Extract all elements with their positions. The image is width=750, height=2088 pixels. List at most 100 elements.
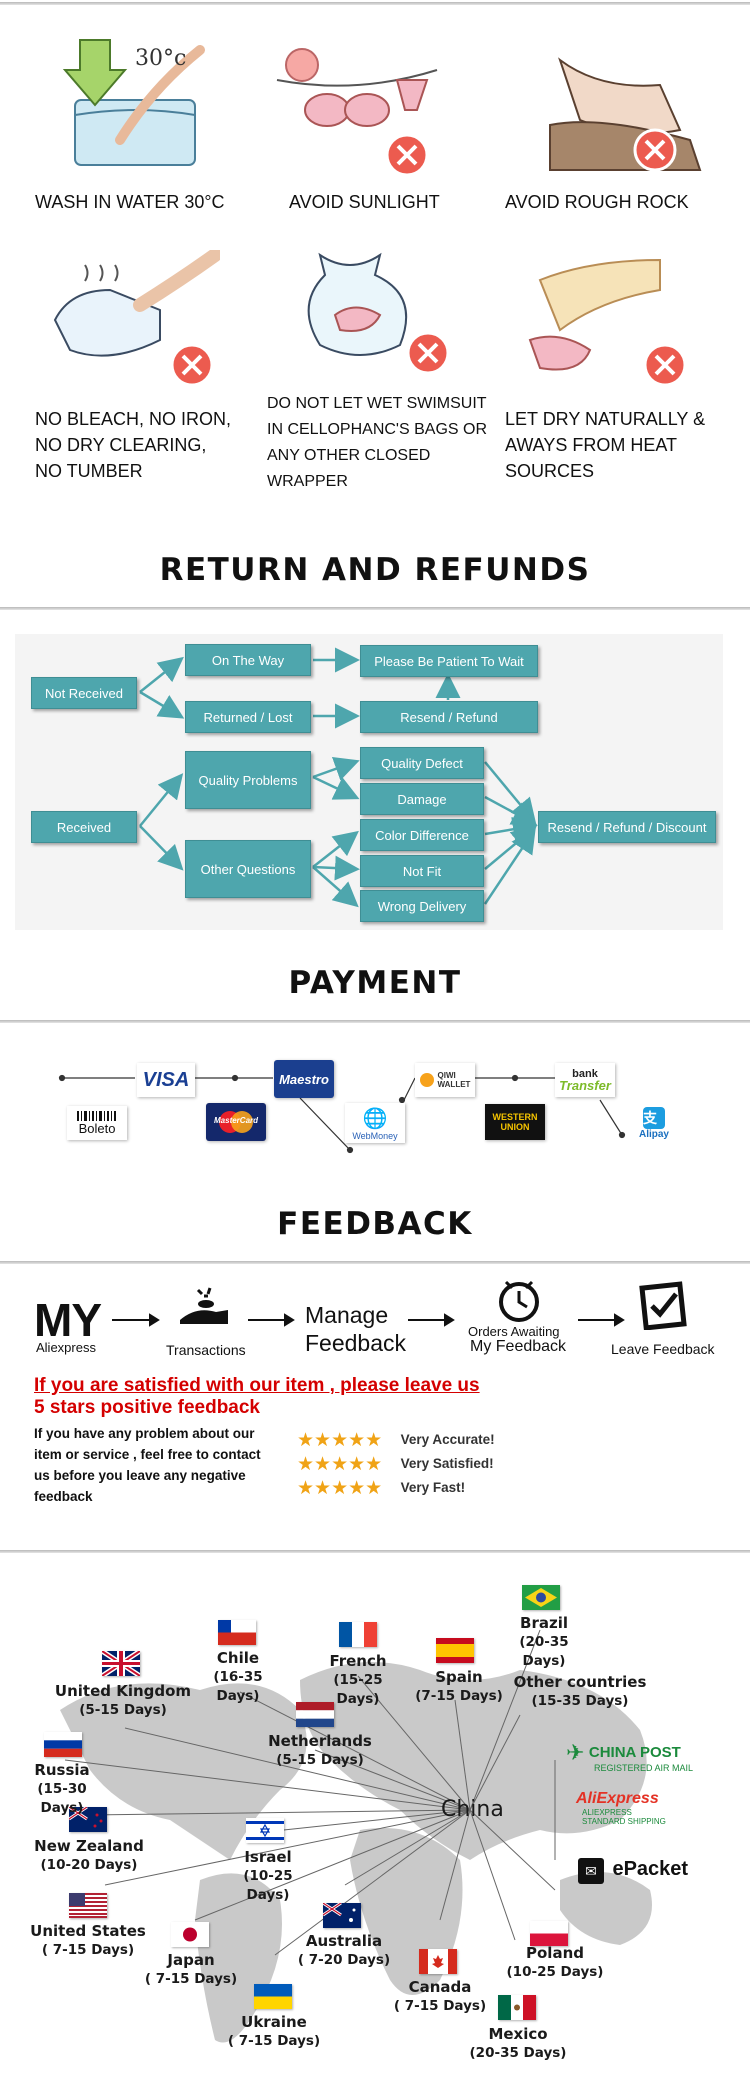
barcode-icon: [77, 1110, 116, 1121]
flow-quality-defect: Quality Defect: [360, 747, 484, 779]
payment-title: PAYMENT: [288, 965, 462, 1001]
care-label-bag: DO NOT LET WET SWIMSUIT IN CELLOPHANC'S …: [267, 395, 487, 490]
returns-divider: [0, 607, 750, 610]
australia-flag-icon: [323, 1903, 361, 1928]
epacket-logo: ✉ ePacket: [578, 1858, 728, 1888]
qiwi-dot-icon: [419, 1073, 434, 1087]
shipping-divider: [0, 1550, 750, 1553]
svg-text:30°c: 30°c: [135, 46, 186, 71]
country-russia: Russia(15-30 Days): [34, 1761, 90, 1816]
fb-manage: Manage: [305, 1302, 389, 1328]
flow-please-wait: Please Be Patient To Wait: [360, 645, 538, 677]
netherlands-flag-icon: [296, 1702, 334, 1727]
feedback-divider: [0, 1261, 750, 1264]
returns-title: RETURN AND REFUNDS: [159, 552, 591, 588]
country-other: Other countries(15-35 Days): [513, 1673, 647, 1709]
bank-transfer-logo: bank Transfer: [555, 1063, 615, 1097]
five-stars-icon: ★★★★★: [297, 1454, 383, 1475]
clipboard-check-icon: [639, 1281, 687, 1330]
country-japan: Japan( 7-15 Days): [144, 1951, 238, 1987]
fb-orders-awaiting: Orders Awaiting: [468, 1324, 560, 1339]
country-poland: Poland(10-25 Days): [506, 1944, 604, 1980]
ukraine-flag-icon: [254, 1984, 292, 2009]
new-zealand-flag-icon: [69, 1807, 107, 1832]
dry-icon: [528, 258, 687, 387]
fb-headline-2: 5 stars positive feedback: [34, 1397, 260, 1418]
rock-icon: [549, 57, 702, 172]
fb-leave-feedback: Leave Feedback: [611, 1341, 715, 1357]
care-label-iron: NO BLEACH, NO IRON, NO DRY CLEARING, NO …: [35, 409, 232, 481]
country-mexico: Mexico(20-35 Days): [469, 2025, 567, 2061]
country-new-zealand: New Zealand(10-20 Days): [34, 1837, 144, 1873]
fb-aliexpress: Aliexpress: [36, 1340, 96, 1355]
fb-note: If you have any problem about our item o…: [34, 1426, 261, 1504]
rating-row: ★★★★★ Very Fast!: [297, 1478, 466, 1499]
fb-my: MY: [34, 1294, 102, 1346]
flow-resend-refund: Resend / Refund: [360, 701, 538, 733]
fb-my-feedback: My Feedback: [470, 1338, 567, 1355]
flow-not-fit: Not Fit: [360, 855, 484, 887]
china-post-icon: ✈: [566, 1740, 585, 1765]
flow-returned-lost: Returned / Lost: [185, 701, 311, 733]
hand-coin-icon: [180, 1287, 228, 1324]
aliexpress-shipping-logo: AliExpress ALIEXPRESS STANDARD SHIPPING: [576, 1790, 666, 1826]
japan-flag-icon: [171, 1922, 209, 1947]
epacket-icon: ✉: [578, 1858, 604, 1884]
clock-icon: [499, 1280, 539, 1322]
country-united-states: United States( 7-15 Days): [30, 1922, 146, 1958]
alipay-icon: 支: [643, 1106, 665, 1129]
flow-wrong-delivery: Wrong Delivery: [360, 890, 484, 922]
spain-flag-icon: [436, 1638, 474, 1663]
israel-flag-icon: [246, 1818, 284, 1843]
flow-on-the-way: On The Way: [185, 644, 311, 676]
fb-feedback-word: Feedback: [305, 1330, 407, 1356]
payment-connectors: [58, 1074, 626, 1154]
rating-row: ★★★★★ Very Accurate!: [297, 1430, 495, 1451]
flowchart-arrows: [139, 647, 538, 908]
china-post-logo: ✈ CHINA POST REGISTERED AIR MAIL: [566, 1740, 694, 1773]
care-label-rock: AVOID ROUGH ROCK: [505, 192, 689, 212]
rating-row: ★★★★★ Very Satisfied!: [297, 1454, 494, 1475]
country-ukraine: Ukraine( 7-15 Days): [227, 2013, 321, 2049]
maestro-logo: Maestro: [274, 1060, 334, 1098]
globe-icon: 🌐: [362, 1107, 388, 1130]
care-label-dry: LET DRY NATURALLY & AWAYS FROM HEAT SOUR…: [505, 409, 706, 481]
visa-logo: VISA: [137, 1063, 195, 1097]
flow-color-difference: Color Difference: [360, 819, 484, 851]
five-stars-icon: ★★★★★: [297, 1478, 383, 1499]
qiwi-logo: QIWI WALLET: [415, 1063, 475, 1097]
care-label-sunlight: AVOID SUNLIGHT: [289, 192, 440, 212]
poland-flag-icon: [530, 1921, 568, 1946]
russia-flag-icon: [44, 1732, 82, 1757]
top-divider: [0, 2, 750, 5]
origin-china: China: [441, 1797, 504, 1822]
country-french: French(15-25 Days): [329, 1652, 387, 1707]
world-map: [60, 1629, 652, 2043]
country-australia: Australia( 7-20 Days): [297, 1932, 391, 1968]
five-stars-icon: ★★★★★: [297, 1430, 383, 1451]
flow-received: Received: [31, 811, 137, 843]
brazil-flag-icon: [522, 1585, 560, 1610]
canada-flag-icon: [419, 1949, 457, 1974]
country-united-kingdom: United Kingdom(5-15 Days): [54, 1682, 192, 1718]
chile-flag-icon: [218, 1620, 256, 1645]
flow-not-received: Not Received: [31, 677, 137, 709]
feedback-title: FEEDBACK: [277, 1206, 473, 1242]
care-label-wash: WASH IN WATER 30°C: [35, 192, 225, 212]
france-flag-icon: [339, 1622, 377, 1647]
mexico-flag-icon: [498, 1995, 536, 2020]
usa-flag-icon: [69, 1893, 107, 1918]
flow-resend-refund-discount: Resend / Refund / Discount: [538, 811, 716, 843]
iron-icon: [53, 250, 220, 387]
country-israel: Israel(10-25 Days): [243, 1848, 293, 1903]
uk-flag-icon: [102, 1651, 140, 1676]
mastercard-circles-icon: [219, 1111, 253, 1133]
western-union-logo: WESTERN UNION: [485, 1104, 545, 1140]
country-netherlands: Netherlands(5-15 Days): [268, 1732, 372, 1768]
mastercard-logo: MasterCard: [206, 1103, 266, 1141]
payment-divider: [0, 1020, 750, 1023]
country-chile: Chile(16-35 Days): [213, 1649, 263, 1704]
country-spain: Spain(7-15 Days): [415, 1668, 503, 1704]
returns-flowchart: Not Received On The Way Returned / Lost …: [15, 634, 723, 930]
sunlight-icon: [276, 48, 438, 177]
